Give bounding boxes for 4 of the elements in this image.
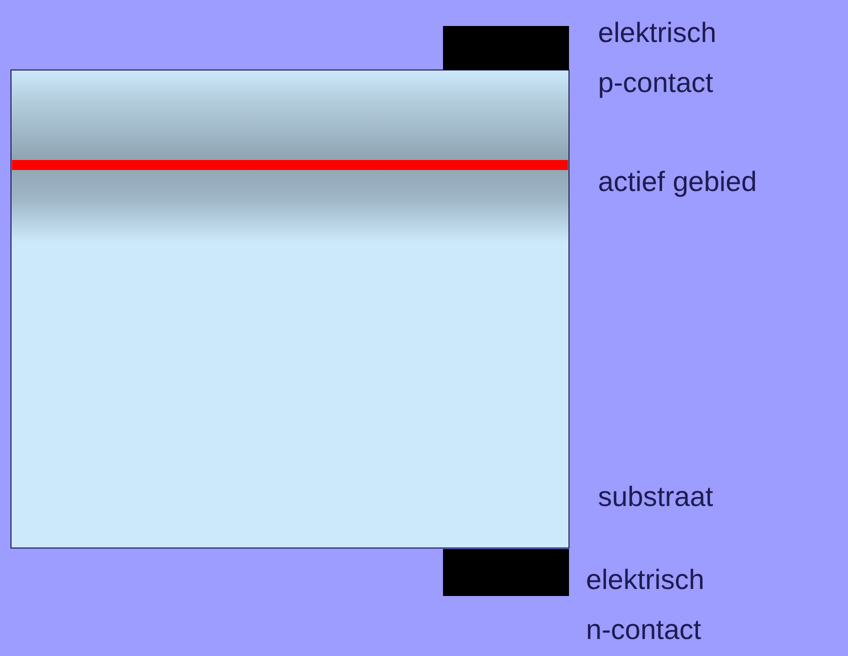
contact-label: elektrisch n-contact: [586, 563, 706, 647]
layer-label: actief gebied: [598, 165, 758, 199]
contact-label: elektrisch p-contact: [598, 16, 718, 100]
substrate-label: substraat: [598, 480, 714, 514]
